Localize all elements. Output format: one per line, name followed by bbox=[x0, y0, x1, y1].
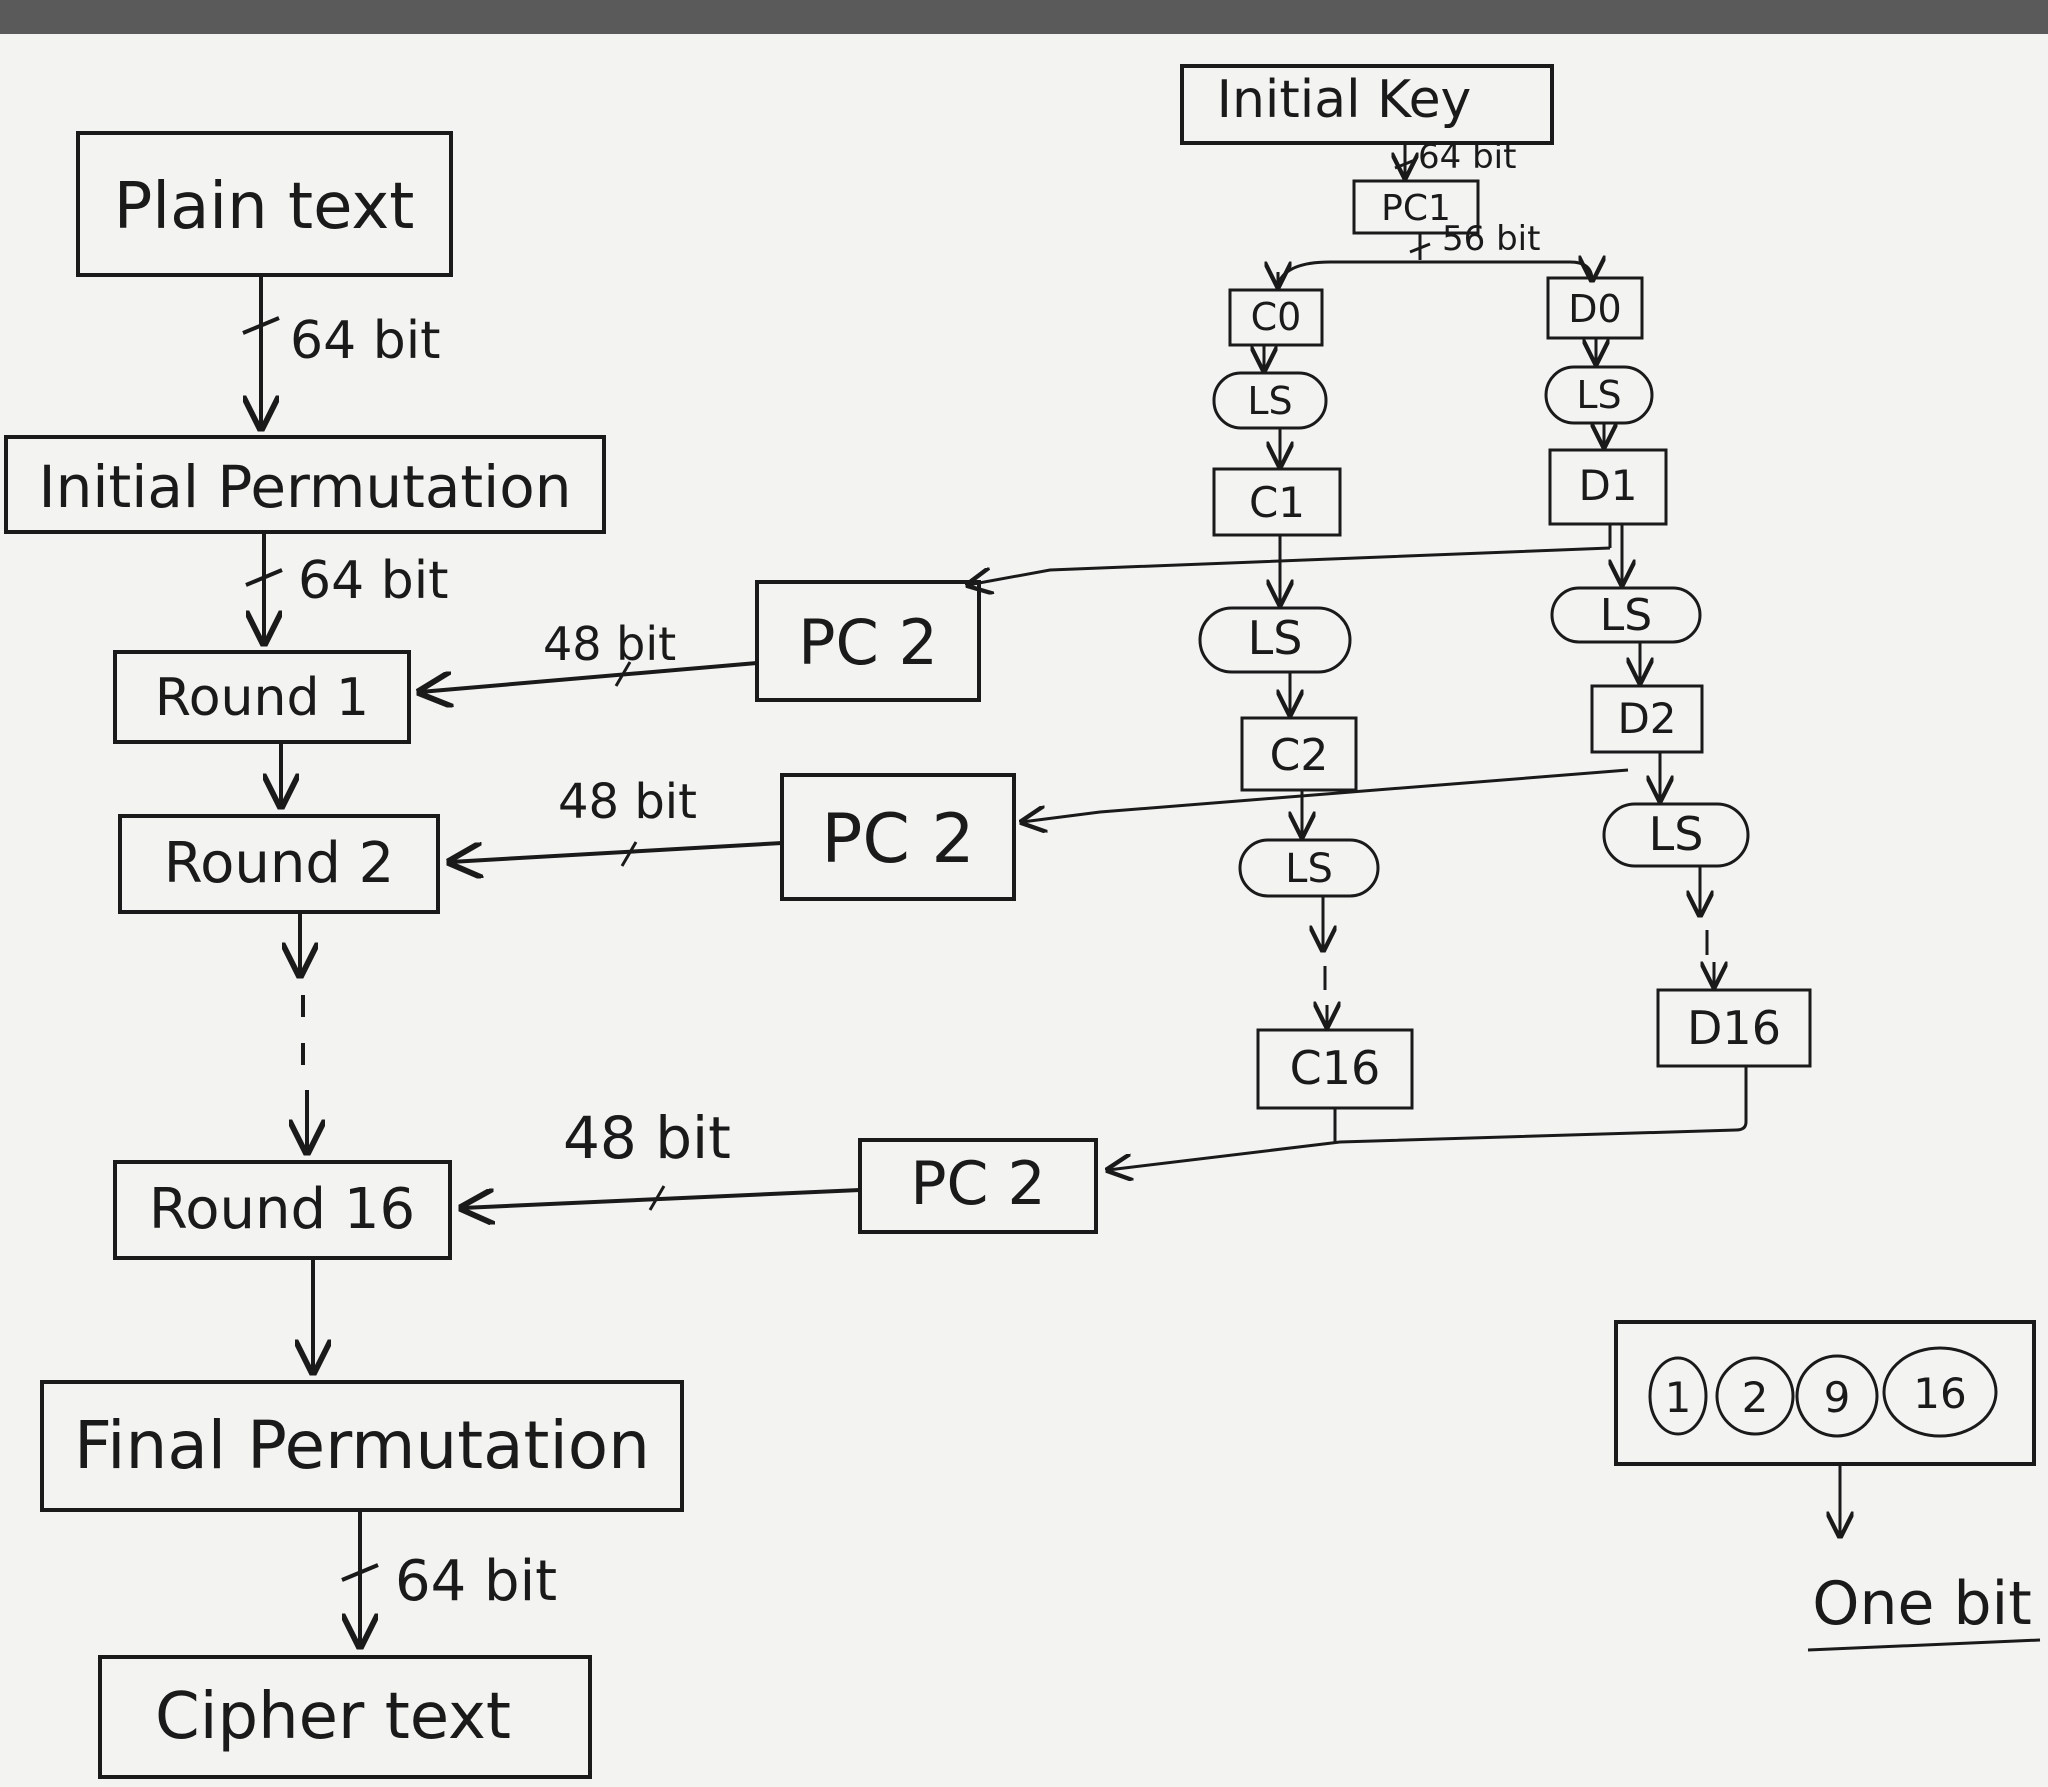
ls-label-d1: LS bbox=[1576, 373, 1621, 417]
c0-label: C0 bbox=[1251, 295, 1302, 339]
edge-label-48-r2: 48 bit bbox=[558, 774, 697, 830]
arrow-c16d16-to-pc2 bbox=[1108, 1066, 1748, 1170]
bit-slash-3 bbox=[341, 1563, 379, 1582]
pc1-label: PC1 bbox=[1381, 188, 1451, 229]
arrow-pc2-to-round2 bbox=[450, 841, 783, 862]
ls-label-d2: LS bbox=[1600, 590, 1652, 641]
round-16-label: Round 16 bbox=[149, 1177, 415, 1242]
arrow-pc2-to-round1 bbox=[420, 661, 758, 692]
bit-slash-pc1 bbox=[1409, 242, 1431, 254]
pc1-box bbox=[1352, 179, 1480, 235]
pc2-label-16: PC 2 bbox=[910, 1149, 1045, 1219]
arrow-pc2-to-round16 bbox=[462, 1188, 861, 1208]
round-1-label: Round 1 bbox=[155, 668, 369, 728]
d16-box bbox=[1656, 988, 1812, 1068]
ls-d2-oval bbox=[1550, 586, 1702, 644]
initial-key-label: Initial Key bbox=[1217, 70, 1472, 130]
bit-slash-r2 bbox=[620, 841, 638, 867]
pc2-box-1 bbox=[755, 580, 981, 702]
pc2-label-1: PC 2 bbox=[798, 606, 938, 679]
bit-slash-key bbox=[1394, 158, 1416, 170]
round-16-box bbox=[113, 1160, 452, 1260]
pc2-box-16 bbox=[858, 1138, 1098, 1234]
ls-label-c2: LS bbox=[1248, 611, 1303, 665]
split-arrow bbox=[1276, 262, 1592, 285]
legend-circle-9 bbox=[1795, 1354, 1879, 1438]
board-frame bbox=[0, 0, 2048, 34]
bit-slash-1 bbox=[242, 316, 280, 335]
arrow-c1d1-to-pc2 bbox=[968, 546, 1611, 585]
legend-label-9: 9 bbox=[1824, 1373, 1851, 1422]
round-2-box bbox=[118, 814, 440, 914]
legend-box bbox=[1614, 1320, 2036, 1466]
initial-permutation-label: Initial Permutation bbox=[39, 453, 572, 521]
legend-circle-2 bbox=[1715, 1356, 1795, 1436]
legend-label-2: 2 bbox=[1742, 1373, 1769, 1422]
legend-circle-1 bbox=[1648, 1356, 1708, 1436]
d2-box bbox=[1590, 684, 1704, 754]
underline-one-bit bbox=[1807, 1638, 2041, 1652]
ls-c16-oval bbox=[1238, 838, 1380, 898]
legend-label-16: 16 bbox=[1913, 1369, 1966, 1418]
ls-label-d16: LS bbox=[1649, 807, 1704, 861]
initial-key-box bbox=[1180, 64, 1554, 145]
arrow-c2d2-to-pc2 bbox=[1022, 768, 1629, 822]
ls-c1-oval bbox=[1212, 371, 1328, 430]
bit-slash-r1 bbox=[614, 661, 632, 687]
edge-label-64-ip: 64 bit bbox=[298, 551, 449, 611]
c2-label: C2 bbox=[1270, 730, 1329, 781]
pc2-box-2 bbox=[780, 773, 1016, 901]
c16-label: C16 bbox=[1290, 1041, 1381, 1095]
cipher-text-box bbox=[98, 1655, 592, 1779]
bit-slash-r16 bbox=[648, 1185, 666, 1211]
initial-permutation-box bbox=[4, 435, 606, 534]
final-permutation-label: Final Permutation bbox=[74, 1407, 650, 1484]
ls-label-c1: LS bbox=[1247, 379, 1292, 423]
c1-label: C1 bbox=[1249, 478, 1305, 527]
edge-label-64-plain: 64 bit bbox=[290, 311, 441, 371]
legend-result-label: One bit bbox=[1812, 1569, 2032, 1639]
legend-circle-16 bbox=[1882, 1346, 1998, 1438]
d1-box bbox=[1548, 448, 1668, 526]
bit-slash-2 bbox=[245, 568, 283, 587]
plain-text-box bbox=[76, 131, 453, 277]
c0-box bbox=[1228, 288, 1324, 347]
round-2-label: Round 2 bbox=[164, 831, 395, 896]
edge-label-48-r1: 48 bit bbox=[543, 617, 676, 671]
d16-label: D16 bbox=[1687, 1001, 1781, 1055]
plain-text-label: Plain text bbox=[114, 170, 415, 244]
d1-label: D1 bbox=[1578, 461, 1637, 510]
edge-label-56: 56 bit bbox=[1442, 219, 1540, 259]
cipher-text-label: Cipher text bbox=[155, 1680, 511, 1754]
d0-label: D0 bbox=[1568, 287, 1621, 331]
edge-label-48-r16: 48 bit bbox=[563, 1104, 731, 1172]
c2-box bbox=[1240, 716, 1358, 792]
ls-d16-oval bbox=[1602, 802, 1750, 868]
pc2-label-2: PC 2 bbox=[821, 800, 974, 879]
c1-box bbox=[1212, 467, 1342, 537]
edge-label-64-key: 64 bit bbox=[1418, 137, 1516, 177]
ls-c2-oval bbox=[1198, 606, 1352, 674]
round-1-box bbox=[113, 650, 411, 744]
ls-label-c16: LS bbox=[1285, 846, 1333, 892]
legend-label-1: 1 bbox=[1665, 1373, 1692, 1422]
edge-label-64-fp: 64 bit bbox=[395, 1549, 557, 1614]
d2-label: D2 bbox=[1617, 694, 1676, 743]
